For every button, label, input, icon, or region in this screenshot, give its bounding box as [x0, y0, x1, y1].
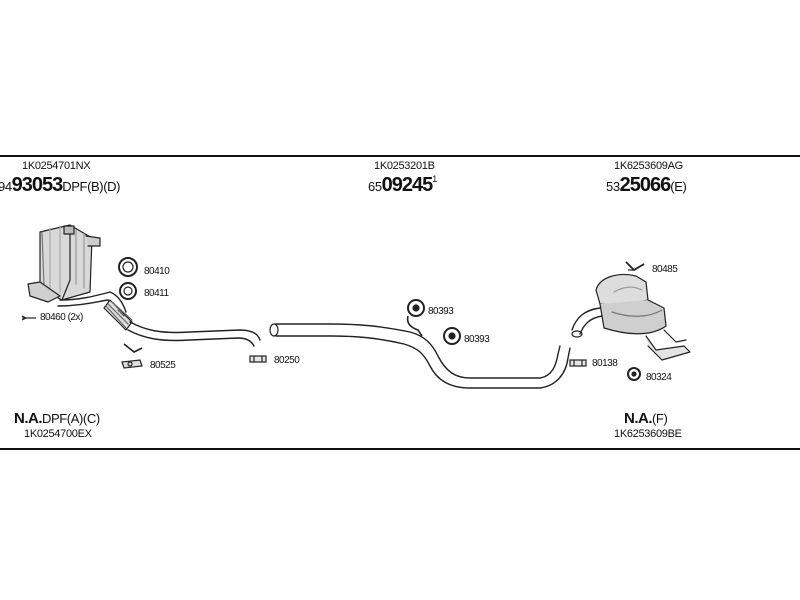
callout-80460: 80460 (2x) [40, 312, 83, 323]
part-number-rear: 1K6253609AG [614, 160, 683, 172]
gasket-ring-icon [119, 282, 137, 300]
gasket-ring-icon [118, 257, 138, 277]
na-front: N.A.DPF(A)(C) [14, 410, 100, 427]
part-number-rear-alt: 1K6253609BE [614, 428, 682, 440]
part-number-middle: 1K0253201B [374, 160, 435, 172]
reference-middle: 65092451 [368, 174, 438, 196]
callout-80393-a: 80393 [428, 306, 454, 317]
reference-front: 9493053DPF(B)(D) [0, 174, 121, 196]
clamp-icon [249, 355, 267, 363]
rear-silencer [571, 273, 691, 361]
callout-80324: 80324 [646, 372, 672, 383]
hanger-icon [625, 261, 645, 272]
callout-80485: 80485 [652, 264, 678, 275]
callout-80411: 80411 [144, 288, 169, 299]
callout-80525: 80525 [150, 360, 176, 371]
dpf-unit [27, 224, 127, 319]
clamp-icon [569, 359, 587, 367]
callout-80410: 80410 [144, 266, 170, 277]
callout-80393-b: 80393 [464, 334, 490, 345]
top-rule [0, 155, 800, 157]
na-rear: N.A.(F) [624, 410, 668, 427]
callout-80138: 80138 [592, 358, 618, 369]
rubber-mount-icon [407, 299, 425, 317]
reference-rear: 5325066(E) [606, 174, 687, 196]
rubber-mount-icon [443, 327, 461, 345]
part-number-front: 1K0254701NX [22, 160, 91, 172]
bottom-rule [0, 448, 800, 450]
middle-pipe [269, 323, 571, 389]
clamp-icon [21, 315, 36, 321]
hanger-icon [406, 315, 423, 337]
flex-joint [103, 299, 133, 331]
front-pipe [127, 321, 261, 347]
part-number-front-alt: 1K0254700EX [24, 428, 92, 440]
rubber-mount-icon [627, 367, 641, 381]
callout-80250: 80250 [274, 355, 300, 366]
mounting-bracket-icon [121, 343, 143, 369]
